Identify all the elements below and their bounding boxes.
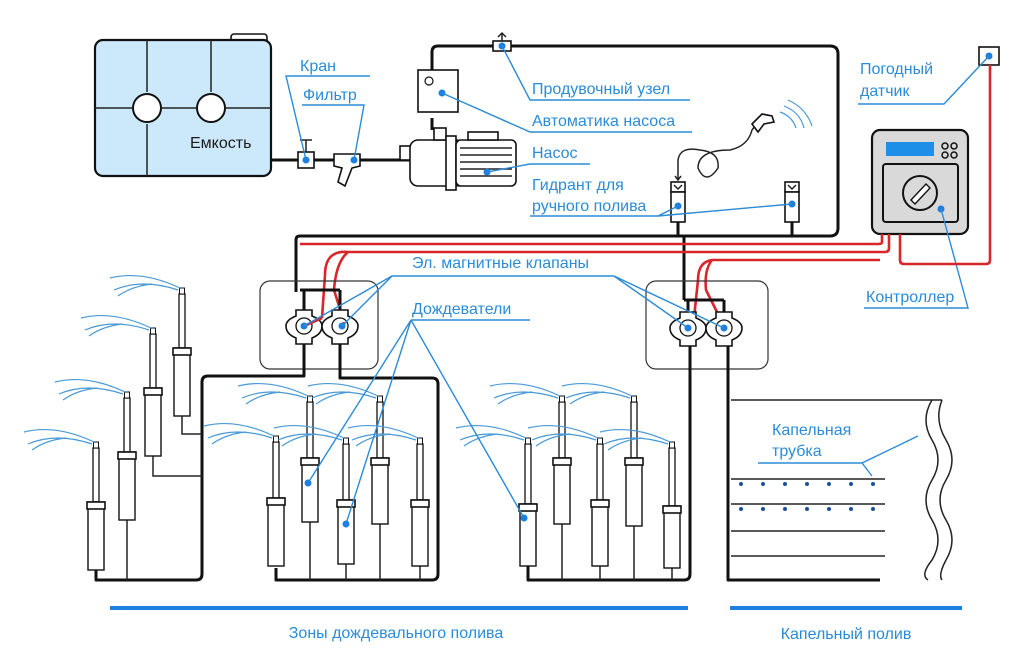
- sprinklers-label: Дождеватели: [412, 301, 511, 318]
- sprinkler-icon: [599, 428, 682, 569]
- pump: Насос: [399, 127, 590, 191]
- purge-unit: Продувочный узел: [492, 31, 690, 101]
- sprinkler-icon: [80, 314, 163, 457]
- drip-icon: [849, 507, 853, 511]
- hydrants: Гидрант для ручного полива: [530, 99, 813, 223]
- drip-icon: [761, 507, 765, 511]
- zone-pipes: [94, 344, 880, 582]
- drip-icon: [783, 507, 787, 511]
- drip-icon: [805, 507, 809, 511]
- valve: Кран: [285, 58, 370, 169]
- drip-icon: [871, 507, 875, 511]
- pump-automation-label: Автоматика насоса: [532, 113, 675, 130]
- drip-icon: [849, 482, 853, 486]
- sprinkler-icon: [203, 422, 286, 567]
- hydrant-label-1: Гидрант для: [532, 177, 624, 194]
- tank-label: Емкость: [190, 135, 251, 152]
- valve-label: Кран: [300, 58, 336, 75]
- sprinklers-callout: Дождеватели: [304, 301, 530, 528]
- hydrant-label-2: ручного полива: [532, 198, 646, 215]
- drip-icon: [827, 482, 831, 486]
- sprinkler-icon: [527, 424, 610, 567]
- sprinkler-icon: [109, 274, 192, 417]
- drip-area: Капельная трубка: [731, 399, 953, 581]
- filter-label: Фильтр: [303, 87, 357, 104]
- zone-legend: Зоны дождевального полива Капельный поли…: [110, 606, 962, 643]
- spray-gun-icon: [750, 113, 776, 134]
- drip-icon: [739, 482, 743, 486]
- filter: Фильтр: [302, 87, 365, 188]
- sprinkler-icon: [23, 428, 106, 571]
- pump-automation: Автоматика насоса: [417, 69, 692, 133]
- drip-icon: [783, 482, 787, 486]
- controller: Контроллер: [864, 128, 970, 309]
- weather-sensor-label-1: Погодный: [860, 61, 933, 78]
- sprinkler-icon: [455, 424, 538, 567]
- control-wires: [300, 65, 992, 323]
- zone-label-sprinkler: Зоны дождевального полива: [289, 625, 504, 642]
- valve-box-left: [259, 280, 379, 370]
- sprinkler-icon: [307, 382, 390, 525]
- sprinkler-icon: [273, 424, 356, 565]
- controller-label: Контроллер: [866, 289, 954, 306]
- solenoid-valves-label: Эл. магнитные клапаны: [412, 255, 589, 272]
- drip-tube-label-1: Капельная: [772, 422, 851, 439]
- drip-icon: [871, 482, 875, 486]
- drip-icon: [739, 507, 743, 511]
- zone-bar-drip: [730, 606, 962, 610]
- sprinkler-icon: [54, 378, 137, 521]
- weather-sensor-label-2: датчик: [860, 83, 910, 100]
- zone-bar-sprinkler: [110, 606, 688, 610]
- zone-label-drip: Капельный полив: [781, 626, 912, 643]
- drip-icon: [761, 482, 765, 486]
- sprinkler-icon: [489, 382, 572, 525]
- tank: Емкость: [93, 33, 273, 178]
- drip-icon: [805, 482, 809, 486]
- pump-label: Насос: [532, 145, 578, 162]
- purge-unit-label: Продувочный узел: [532, 81, 670, 98]
- solenoid-valves-callout: Эл. магнитные клапаны: [303, 255, 725, 329]
- sprinkler-icon: [347, 424, 430, 567]
- drip-tube-label-2: трубка: [772, 443, 822, 460]
- drip-icon: [827, 507, 831, 511]
- weather-sensor: Погодный датчик: [858, 46, 1000, 105]
